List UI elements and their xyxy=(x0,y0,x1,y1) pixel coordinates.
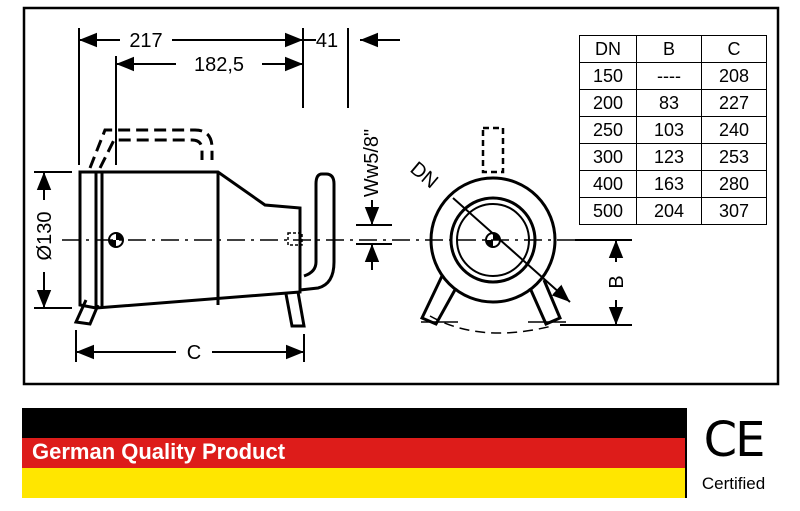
table-cell: 300 xyxy=(579,143,637,171)
drawing-frame xyxy=(22,6,780,386)
outer-ring xyxy=(429,176,557,304)
table-cell: 123 xyxy=(636,143,702,171)
table-cell: 280 xyxy=(701,170,767,198)
table-header: C xyxy=(701,35,767,63)
leg-right xyxy=(284,291,306,328)
handle-dashed xyxy=(88,128,214,169)
ce-badge: CE Certified xyxy=(685,408,780,498)
table-cell: 500 xyxy=(579,197,637,225)
dimension-lines xyxy=(34,28,632,362)
table-cell: 83 xyxy=(636,89,702,117)
dim-thread: Ww5/8" xyxy=(361,129,383,197)
table-cell: 208 xyxy=(701,62,767,90)
side-view xyxy=(73,128,336,328)
leg-left xyxy=(73,299,100,326)
dim-diameter: Ø130 xyxy=(34,212,56,261)
table-cell: 253 xyxy=(701,143,767,171)
table-cell: 163 xyxy=(636,170,702,198)
table-cell: ---- xyxy=(636,62,702,90)
ce-label: Certified xyxy=(701,474,766,493)
table-header-row: DN B C xyxy=(579,35,767,63)
outlet-pipe xyxy=(299,172,336,292)
dim-41: 41 xyxy=(316,30,338,52)
table-row: 150----208 xyxy=(579,62,767,90)
dim-b: B xyxy=(606,275,628,288)
table-header: B xyxy=(636,35,702,63)
front-view xyxy=(419,126,566,334)
table-cell: 227 xyxy=(701,89,767,117)
ce-mark: CE xyxy=(703,412,766,468)
dim-217: 217 xyxy=(129,30,162,52)
inner-ring xyxy=(449,196,537,284)
flag-band-red xyxy=(22,438,778,468)
table-cell: 204 xyxy=(636,197,702,225)
table-cell: 250 xyxy=(579,116,637,144)
banner-title: German Quality Product xyxy=(32,439,286,464)
table-cell: 240 xyxy=(701,116,767,144)
table-cell: 400 xyxy=(579,170,637,198)
table-header: DN xyxy=(579,35,637,63)
table-cell: 103 xyxy=(636,116,702,144)
quality-banner: German Quality Product CE Certified xyxy=(22,408,780,498)
table-cell: 150 xyxy=(579,62,637,90)
dim-182-5: 182,5 xyxy=(194,54,244,76)
table-cell: 200 xyxy=(579,89,637,117)
table-cell: 307 xyxy=(701,197,767,225)
dim-dn: DN xyxy=(406,158,442,193)
flag-band-black xyxy=(22,408,778,438)
dim-c: C xyxy=(187,342,201,364)
flag-band-yellow xyxy=(22,468,778,498)
